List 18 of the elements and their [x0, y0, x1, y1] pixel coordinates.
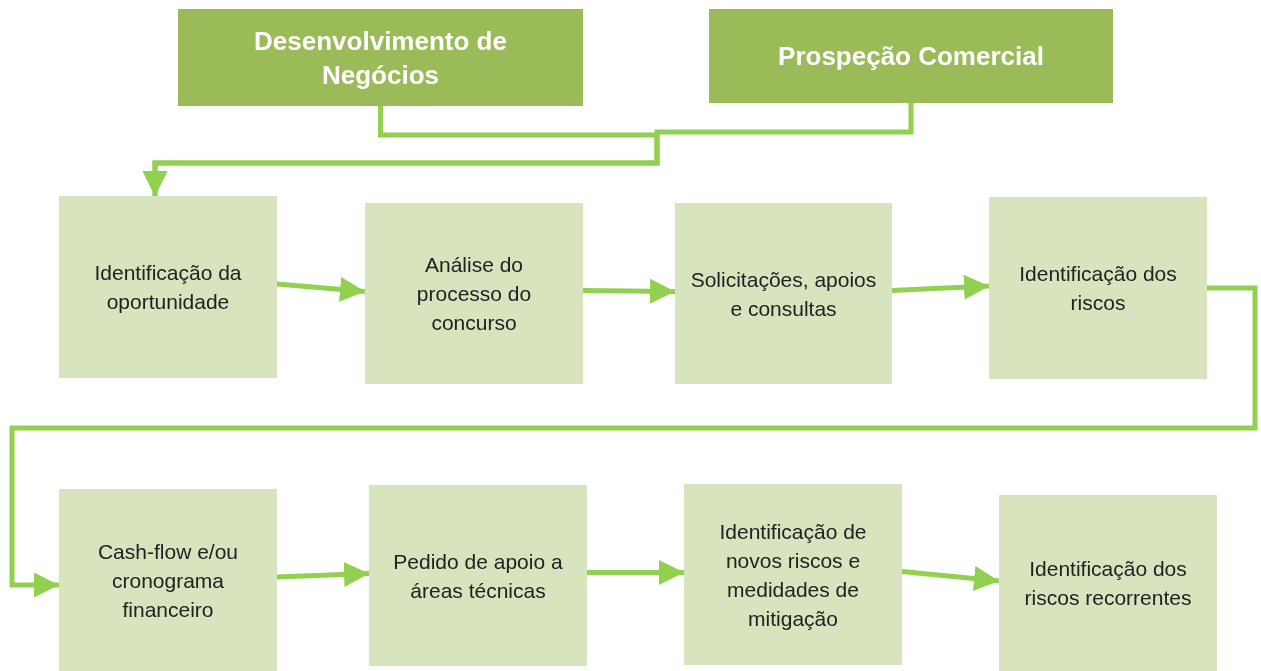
arrow [891, 274, 990, 300]
process-box: Cash-flow e/ou cronograma financeiro [59, 489, 277, 671]
process-box: Solicitações, apoios e consultas [675, 203, 892, 384]
process-box: Análise do processo do concurso [365, 203, 583, 384]
process-box: Identificação de novos riscos e medidades de mitigação [684, 484, 902, 665]
process-box: Identificação da oportunidade [59, 196, 277, 378]
process-box: Identificação dos riscos [989, 197, 1207, 379]
arrow [901, 566, 1000, 591]
arrow [142, 103, 914, 196]
department-box: Desenvolvimento de Negócios [178, 9, 583, 106]
arrow [276, 561, 370, 587]
department-box: Prospeção Comercial [709, 9, 1113, 103]
arrow [9, 285, 1258, 598]
process-box: Pedido de apoio a áreas técnicas [369, 485, 587, 666]
arrow [582, 278, 676, 304]
arrow [276, 276, 366, 302]
process-box: Identificação dos riscos recorrentes [999, 495, 1217, 671]
arrow [587, 560, 684, 585]
